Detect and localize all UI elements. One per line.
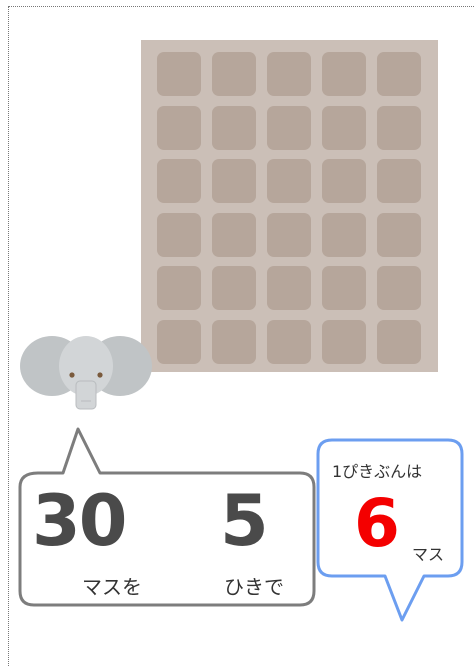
grid-square [212, 159, 256, 203]
grid-square [212, 213, 256, 257]
grid-square [157, 159, 201, 203]
grid-square [267, 106, 311, 150]
elephant-icon [18, 333, 154, 413]
grid-square [322, 320, 366, 364]
grid-square [377, 266, 421, 310]
grid-square [377, 213, 421, 257]
grid-square [377, 52, 421, 96]
grid-square [377, 106, 421, 150]
grid-square [377, 159, 421, 203]
answer-unit-label: マス [412, 541, 444, 565]
grid-square [157, 106, 201, 150]
grid-square [267, 52, 311, 96]
grid-square [212, 266, 256, 310]
grid-square [267, 320, 311, 364]
grid-square [157, 213, 201, 257]
square-grid [141, 40, 438, 372]
grid-square [267, 266, 311, 310]
grid-square [267, 213, 311, 257]
animals-count: 5 [220, 486, 269, 556]
grid-square [322, 266, 366, 310]
grid-square [322, 52, 366, 96]
grid-square [322, 106, 366, 150]
grid-square [377, 320, 421, 364]
squares-unit-label: マスを [82, 571, 142, 600]
grid-square [322, 159, 366, 203]
per-animal-label: 1ぴきぶんは [332, 458, 422, 482]
grid-square [157, 320, 201, 364]
grid-square [212, 106, 256, 150]
grid-square [267, 159, 311, 203]
grid-square [157, 52, 201, 96]
grid-square [212, 320, 256, 364]
animals-unit-label: ひきで [224, 571, 284, 600]
grid-square [212, 52, 256, 96]
grid-square [157, 266, 201, 310]
squares-count: 30 [32, 486, 125, 556]
answer-value: 6 [354, 491, 400, 557]
grid-square [322, 213, 366, 257]
